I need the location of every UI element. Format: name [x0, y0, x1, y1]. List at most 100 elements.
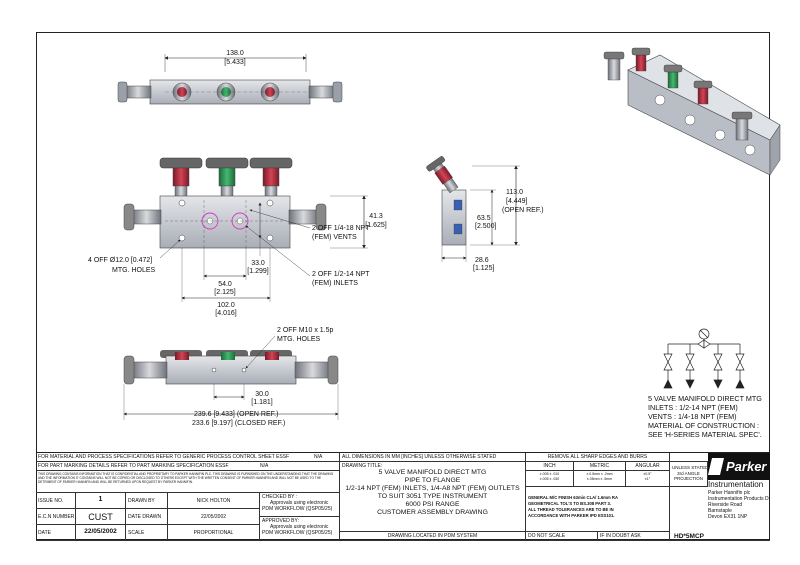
note-mtg-holes-1: 4 OFF Ø12.0 [0.472]	[88, 257, 152, 264]
dim-hole-spacing-v-in: [1.299]	[247, 268, 268, 275]
drawing-title-box: DRAWING TITLE: 5 VALVE MANIFOLD DIRECT M…	[340, 462, 526, 532]
dim-height-open-note: (OPEN REF.)	[502, 207, 544, 214]
finish-line-2: GEOMETRICAL TOL'S TO BS.308 PART 3.	[528, 501, 612, 506]
addr-1: Parker Hannifin plc	[708, 490, 751, 496]
inch-label: INCH	[526, 462, 574, 471]
spec-notes: 5 VALVE MANIFOLD DIRECT MTG INLETS : 1/2…	[648, 394, 762, 439]
pdm-location: DRAWING LOCATED IN PDM SYSTEM	[340, 532, 526, 541]
date-label: DATE	[36, 525, 76, 541]
left-vent-fitting	[124, 85, 152, 99]
issue-no-label: ISSUE NO.	[36, 493, 76, 509]
dim-bottom-spacing: 30.0	[255, 391, 269, 398]
title-line-1: 5 VALVE MANIFOLD DIRECT MTG	[378, 469, 487, 476]
note-inlets-1: 2 OFF 1/2-14 NPT	[312, 271, 370, 278]
valve-red-iso-1	[635, 54, 647, 72]
dims-note: ALL DIMENSIONS IN MM [INCHES] UNLESS OTH…	[340, 453, 526, 462]
tol-ang-1: ±0.5°	[643, 472, 652, 476]
manifold-body-bottom	[165, 355, 297, 385]
top-view: 138.0 [5.433]	[117, 50, 343, 105]
spec-line-1: 5 VALVE MANIFOLD DIRECT MTG	[648, 394, 762, 403]
dim-hole-spacing-v: 33.0	[251, 260, 265, 267]
marking-ref: FOR PART MARKING DETAILS REFER TO PART M…	[38, 463, 229, 469]
isometric-view	[603, 47, 781, 176]
valve-schematic	[663, 328, 745, 389]
drawing-sheet	[36, 32, 770, 540]
valve-red-iso-2	[697, 87, 709, 105]
material-ref-val: N/A	[314, 454, 323, 460]
addr-3: Riverside Road	[708, 502, 743, 508]
ecn-label: E.C.N NUMBER	[36, 509, 76, 525]
marking-ref-val: N/A	[260, 463, 269, 469]
do-not-scale: DO NOT SCALE	[526, 532, 598, 541]
metric-label: METRIC	[574, 462, 626, 471]
note-vents-1: 2 OFF 1/4-18 NPT	[312, 225, 370, 232]
approved-by-workflow: PDM WORKFLOW (QSP05/25)	[262, 530, 333, 536]
parker-logo: Parker	[708, 453, 770, 480]
right-vent-fitting	[308, 85, 336, 99]
drawn-by: NICK HOLTON	[168, 493, 260, 509]
dim-body-width-in: [4.016]	[215, 310, 236, 317]
checked-by-box: CHECKED BY : Approvals using electronic …	[260, 493, 340, 517]
bottom-view: 2 OFF M10 x 1.5p MTG. HOLES 30.0 [1.181]…	[123, 327, 339, 427]
valve-red-left-top	[177, 87, 187, 97]
issue-date: 22/05/2002	[76, 525, 126, 541]
note-vents-2: (FEM) VENTS	[312, 234, 357, 241]
division-name: Instrumentation	[708, 480, 764, 489]
front-view: 41.3 [1.625] 33.0 [1.299] 54.0 [2.125] 1…	[88, 157, 387, 317]
dim-height-open: 113.0	[506, 189, 523, 196]
brand-name: Parker	[726, 459, 767, 474]
scale-label: SCALE	[126, 525, 168, 541]
checked-by-workflow: PDM WORKFLOW (QSP05/25)	[262, 506, 333, 512]
tol-inch-2: ±.005 ± .030	[539, 477, 560, 481]
dim-side-depth-in: [1.125]	[473, 265, 494, 272]
dim-height-open-in: [4.449]	[506, 198, 527, 205]
title-line-5: 6000 PSI RANGE	[405, 501, 460, 508]
finish-notes: GENERAL M/C FINISH 63min CLA/ 1.6mm RA G…	[526, 487, 670, 532]
dim-hole-spacing-h-in: [2.125]	[214, 289, 235, 296]
title-line-4: TO SUIT 3051 TYPE INSTRUMENT	[377, 493, 488, 500]
checked-by-note: Approvals using electronic	[270, 500, 329, 506]
tol-inch: ±.005 ± .010 ±.005 ± .030	[526, 471, 574, 487]
confidential-note: THIS DRAWING CONTAINS INFORMATION THAT I…	[36, 471, 340, 493]
drawing-title-label: DRAWING TITLE:	[342, 463, 383, 469]
date-drawn-label: DATE DRAWN	[126, 509, 168, 525]
dim-body-width: 102.0	[217, 302, 235, 309]
title-line-3: 1/2-14 NPT (FEM) INLETS, 1/4-A8 NPT (FEM…	[345, 485, 520, 492]
dim-side-depth: 28.6	[475, 257, 489, 264]
right-vent-handle	[332, 81, 343, 103]
note-inlets-2: (FEM) INLETS	[312, 280, 358, 287]
projection-1: 3rd ANGLE	[677, 470, 700, 476]
dim-top-width-in: [5.433]	[224, 59, 245, 66]
projection-box: UNLESS STATED 3rd ANGLE PROJECTION	[670, 462, 708, 487]
spec-line-4: MATERIAL OF CONSTRUCTION :	[648, 421, 759, 430]
address: Parker Hannifin plc Instrumentation Prod…	[678, 490, 770, 520]
manifold-body-side	[441, 189, 467, 246]
approved-by-box: APPROVED BY: Approvals using electronic …	[260, 517, 340, 541]
material-ref: FOR MATERIAL AND PROCESS SPECIFICATIONS …	[38, 454, 290, 460]
finish-line-4: ACCORDANCE WITH PARKER IPD ESS101.	[528, 513, 615, 518]
dim-bottom-spacing-in: [1.181]	[251, 399, 272, 406]
material-ref-row: FOR MATERIAL AND PROCESS SPECIFICATIONS …	[36, 453, 340, 462]
date-drawn: 22/05/2002	[168, 509, 260, 525]
tol-ang-2: ±1°	[644, 477, 651, 481]
valve-red-left-front	[172, 167, 190, 187]
addr-4: Barnstaple	[708, 508, 732, 514]
dim-front-height-in: [1.625]	[365, 222, 386, 229]
title-block: FOR MATERIAL AND PROCESS SPECIFICATIONS …	[36, 452, 770, 541]
side-view: 113.0 [4.449] (OPEN REF.) 63.5 [2.500] 2…	[426, 156, 544, 272]
addr-2: Instrumentation Products Division	[708, 496, 770, 502]
addr-5: Devon EX31 1NP	[708, 514, 748, 520]
marking-ref-row: FOR PART MARKING DETAILS REFER TO PART M…	[36, 462, 340, 471]
dim-side-height-in: [2.500]	[475, 223, 496, 230]
note-m10-2: MTG. HOLES	[277, 336, 321, 343]
note-mtg-holes-2: MTG. HOLES	[112, 267, 156, 274]
tol-metric: ±.0.5mm ± .2mm ±.05mm ± .5mm	[574, 471, 626, 487]
spec-line-3: VENTS : 1/4-18 NPT (FEM)	[648, 412, 737, 421]
unless-stated: UNLESS STATED	[672, 465, 708, 470]
valve-green-front	[218, 167, 236, 187]
checked-by-label: CHECKED BY :	[262, 494, 298, 500]
drawn-by-label: DRAWN BY	[126, 493, 168, 509]
dim-overall-open: 239.6 [9.433] (OPEN REF.)	[194, 411, 278, 418]
projection-2: PROJECTION	[673, 476, 703, 481]
dim-top-width: 138.0	[226, 50, 244, 57]
